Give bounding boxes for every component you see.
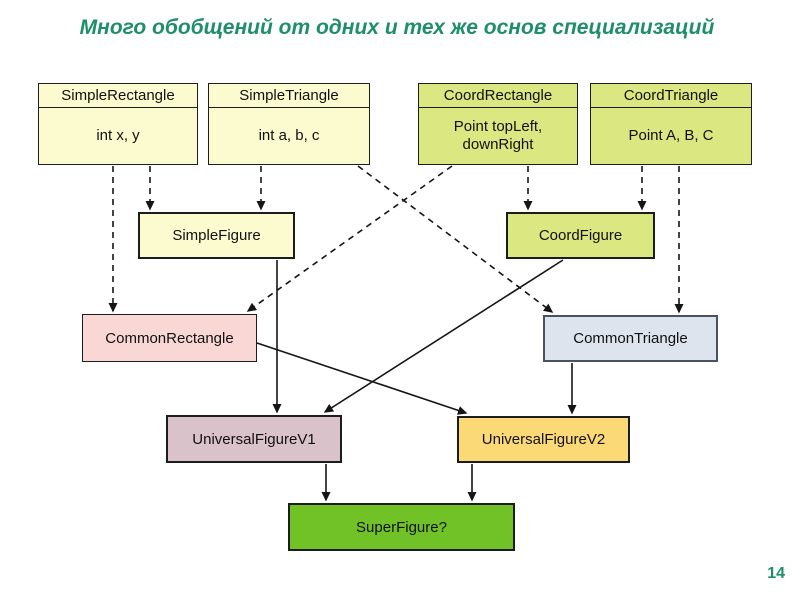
class-name: CoordTriangle bbox=[591, 84, 751, 108]
node-label: SimpleFigure bbox=[172, 227, 261, 244]
node-label: UniversalFigureV2 bbox=[481, 431, 606, 448]
node-common-triangle: CommonTriangle bbox=[543, 315, 718, 362]
node-simple-figure: SimpleFigure bbox=[138, 212, 295, 259]
class-fields: Point A, B, C bbox=[628, 127, 714, 144]
class-fields: Point topLeft, downRight bbox=[453, 118, 543, 153]
edge-common_rectangle-to-universal_figure_v2 bbox=[256, 342, 468, 415]
node-coord-triangle: CoordTriangle Point A, B, C bbox=[590, 83, 752, 165]
class-name: CoordRectangle bbox=[419, 84, 577, 108]
class-name: SimpleTriangle bbox=[209, 84, 369, 108]
class-name: SimpleRectangle bbox=[39, 84, 197, 108]
edge-coord_rectangle-to-common_rectangle bbox=[246, 165, 453, 312]
page-number: 14 bbox=[767, 565, 785, 582]
node-simple-triangle: SimpleTriangle int a, b, c bbox=[208, 83, 370, 165]
edge-coord_figure-to-universal_figure_v1 bbox=[323, 259, 564, 413]
node-label: CommonRectangle bbox=[105, 329, 234, 347]
node-common-rectangle: CommonRectangle bbox=[82, 314, 257, 362]
node-coord-rectangle: CoordRectangle Point topLeft, downRight bbox=[418, 83, 578, 165]
node-label: SuperFigure? bbox=[356, 518, 447, 536]
node-label: CoordFigure bbox=[538, 227, 623, 244]
class-fields: int x, y bbox=[96, 127, 140, 144]
node-label: UniversalFigureV1 bbox=[192, 430, 316, 448]
node-universal-figure-v2: UniversalFigureV2 bbox=[457, 416, 630, 463]
node-coord-figure: CoordFigure bbox=[506, 212, 655, 259]
class-fields: int a, b, c bbox=[258, 127, 320, 144]
node-label: CommonTriangle bbox=[573, 330, 688, 347]
node-universal-figure-v1: UniversalFigureV1 bbox=[166, 415, 342, 463]
slide-title: Много обобщений от одних и тех же основ … bbox=[79, 16, 715, 39]
node-super-figure: SuperFigure? bbox=[288, 503, 515, 551]
node-simple-rectangle: SimpleRectangle int x, y bbox=[38, 83, 198, 165]
